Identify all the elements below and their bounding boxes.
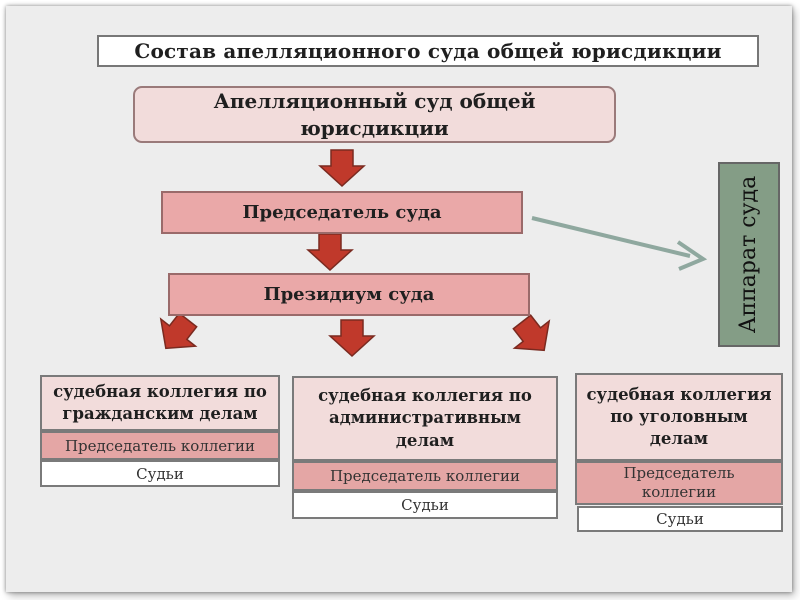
chairman-label: Председатель суда — [242, 202, 442, 223]
court-line-1: Апелляционный суд общей — [213, 88, 536, 113]
admin-board-judges-label: Судьи — [401, 496, 449, 514]
arrow-presidium-to-criminal — [503, 307, 563, 365]
civil-board-chair-box: Председатель коллегии — [40, 431, 280, 460]
page-title-text: Состав апелляционного суда общей юрисдик… — [134, 39, 722, 63]
presidium-box: Президиум суда — [168, 273, 530, 316]
admin-board-chair-box: Председатель коллегии — [292, 461, 558, 491]
criminal-board-chair-line-1: Председатель — [623, 463, 735, 482]
criminal-board-line-1: судебная коллегия — [586, 384, 772, 404]
presidium-label: Президиум суда — [263, 284, 435, 305]
criminal-board-box: судебная коллегия по уголовным делам — [575, 373, 783, 461]
civil-board-judges-box: Судьи — [40, 460, 280, 487]
civil-board-judges-label: Судьи — [136, 464, 184, 483]
admin-board-box: судебная коллегия по административным де… — [292, 376, 558, 461]
admin-board-judges-box: Судьи — [292, 491, 558, 519]
criminal-board-judges-box: Судьи — [577, 506, 783, 532]
chairman-box: Председатель суда — [161, 191, 523, 234]
criminal-board-line-2: по уголовным — [610, 406, 748, 426]
staff-box: Аппарат суда — [718, 162, 780, 347]
civil-board-line-2: гражданским делам — [62, 404, 258, 423]
staff-label: Аппарат суда — [736, 175, 762, 334]
civil-board-line-1: судебная коллегия по — [53, 381, 267, 401]
arrow-chairman-to-presidium — [307, 233, 353, 271]
arrow-court-to-chairman — [319, 149, 365, 187]
criminal-board-chair-box: Председатель коллегии — [575, 461, 783, 505]
admin-board-chair-label: Председатель коллегии — [329, 467, 521, 485]
arrow-chairman-to-staff — [531, 216, 708, 271]
criminal-board-chair-line-2: коллегии — [641, 483, 717, 501]
page-title: Состав апелляционного суда общей юрисдик… — [97, 35, 759, 67]
criminal-board-line-3: делам — [649, 429, 709, 449]
court-box: Апелляционный суд общей юрисдикции — [133, 86, 616, 143]
civil-board-chair-label: Председатель коллегии — [64, 436, 256, 455]
court-line-2: юрисдикции — [300, 115, 449, 140]
admin-board-line-1: судебная коллегия по — [318, 386, 532, 406]
admin-board-line-3: делам — [395, 430, 455, 450]
criminal-board-judges-label: Судьи — [656, 510, 704, 528]
admin-board-line-2: административным — [329, 408, 521, 428]
civil-board-box: судебная коллегия по гражданским делам — [40, 375, 280, 431]
arrow-presidium-to-admin — [329, 319, 375, 357]
